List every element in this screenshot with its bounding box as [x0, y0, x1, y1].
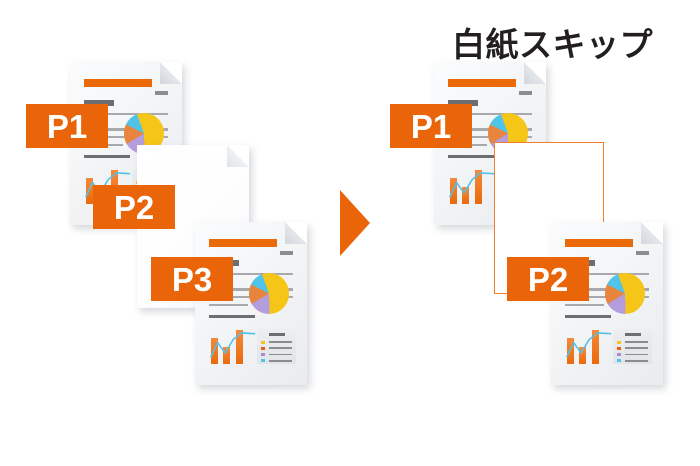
- doc-dash-right: [279, 251, 294, 256]
- chart-legend: [613, 329, 653, 365]
- pie-chart: [604, 272, 646, 314]
- legend-header: [269, 332, 286, 336]
- legend-swatch: [261, 340, 265, 344]
- legend-swatch: [617, 346, 621, 351]
- doc-text-rule: [447, 112, 533, 116]
- doc-divider: [564, 315, 612, 319]
- doc-divider: [447, 155, 495, 159]
- doc-heading-line: [83, 99, 114, 106]
- doc-heading-line: [447, 99, 478, 106]
- bar-chart: [448, 167, 494, 205]
- page-badge-p3[interactable]: P3: [151, 257, 233, 301]
- doc-title-bar: [447, 78, 516, 88]
- doc-title-bar: [208, 238, 277, 248]
- process-arrow: [340, 190, 370, 256]
- chart-legend: [257, 329, 297, 365]
- page-badge-p2[interactable]: P2: [93, 185, 175, 229]
- pie-chart: [248, 272, 290, 314]
- doc-title-bar: [83, 78, 152, 88]
- page-title: 白紙スキップ: [452, 25, 653, 64]
- sparkline-overlay: [448, 172, 494, 198]
- bar-chart-column: [474, 170, 483, 205]
- legend-row-line: [625, 341, 648, 344]
- doc-divider: [83, 155, 131, 159]
- bar-chart-column: [462, 187, 470, 205]
- sparkline-overlay: [565, 332, 611, 358]
- legend-row-line: [269, 347, 292, 350]
- legend-row-line: [625, 347, 648, 350]
- doc-dash-right: [518, 91, 533, 96]
- doc-text-rule: [83, 112, 169, 116]
- legend-row-line: [269, 353, 292, 356]
- legend-swatch: [261, 346, 265, 351]
- legend-swatch: [617, 340, 621, 344]
- legend-swatch: [261, 352, 265, 357]
- legend-header: [625, 332, 642, 336]
- legend-row-line: [625, 353, 648, 356]
- legend-swatch: [261, 359, 265, 363]
- bar-chart: [565, 327, 611, 365]
- legend-row-line: [269, 341, 292, 344]
- doc-text-rule: [208, 272, 294, 276]
- doc-text-rule: [564, 272, 650, 276]
- document-page-left-p3[interactable]: [195, 222, 307, 385]
- document-content: [551, 222, 663, 385]
- document-content: [195, 222, 307, 385]
- doc-divider: [208, 315, 256, 319]
- legend-row-line: [269, 359, 292, 362]
- sparkline-overlay: [209, 332, 255, 358]
- bar-chart: [209, 327, 255, 365]
- document-page-right-p2[interactable]: [551, 222, 663, 385]
- page-badge-p1[interactable]: P1: [390, 104, 472, 148]
- bar-chart-column: [223, 347, 231, 365]
- legend-row-line: [625, 359, 648, 362]
- bar-chart-column: [235, 330, 244, 365]
- doc-title-bar: [564, 238, 633, 248]
- doc-text-rule: [208, 303, 248, 307]
- doc-text-rule: [564, 303, 604, 307]
- bar-chart-column: [579, 347, 587, 365]
- doc-dash-right: [154, 91, 169, 96]
- bar-chart-column: [591, 330, 600, 365]
- legend-swatch: [617, 359, 621, 363]
- doc-dash-right: [635, 251, 650, 256]
- legend-swatch: [617, 352, 621, 357]
- page-badge-p1[interactable]: P1: [26, 104, 108, 148]
- page-badge-p2[interactable]: P2: [507, 257, 589, 301]
